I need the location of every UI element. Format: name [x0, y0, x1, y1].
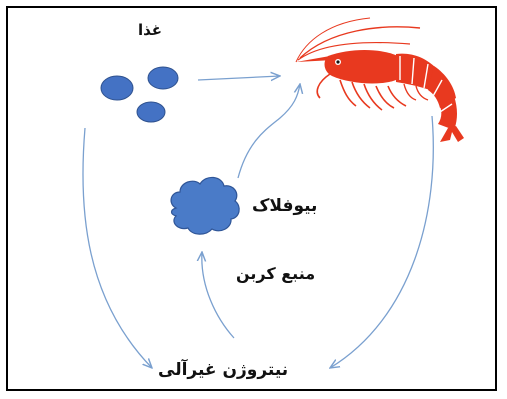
biofloc-cloud-icon: [171, 177, 239, 234]
arrow-food-to-shrimp: [198, 76, 280, 80]
food-pellets-icon: [101, 67, 178, 122]
arrow-food-to-nitrogen: [83, 128, 152, 368]
arrow-biofloc-to-shrimp: [238, 84, 300, 178]
arrow-shrimp-to-nitrogen: [330, 116, 433, 368]
label-food: غذا: [138, 21, 162, 39]
label-carbon-source: منبع کربن: [236, 264, 315, 283]
arrow-nitrogen-to-biofloc: [202, 252, 234, 338]
label-inorganic-nitrogen: نیتروژن غیرآلی: [158, 360, 288, 380]
label-biofloc: بیوفلاک: [252, 196, 317, 216]
shrimp-icon: [296, 18, 464, 142]
